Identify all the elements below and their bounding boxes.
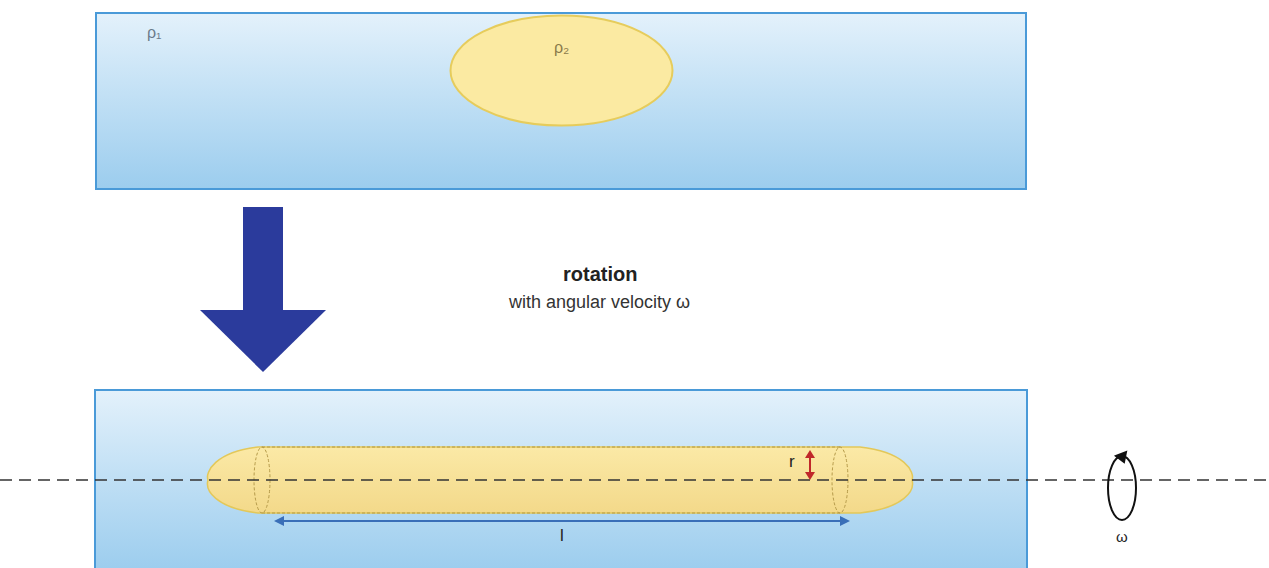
density-label: ρ₂ (554, 39, 569, 57)
droplet-circle: ρ₂ (449, 14, 674, 127)
circle-outline (449, 14, 674, 127)
radius-arrow (805, 450, 815, 480)
radius-label: r (789, 452, 795, 472)
fluid-tank: ρ₁ ρ₂ (95, 12, 1027, 190)
droplet-shape (451, 16, 673, 126)
process-arrow (200, 207, 326, 372)
density-label: ρ₁ (147, 24, 162, 42)
rotation-axis (0, 479, 1269, 481)
process-subtitle: with angular velocity ω (509, 292, 690, 313)
angular-velocity-label: ω (1116, 528, 1128, 545)
length-label-wrap: l (560, 526, 564, 546)
length-label: l (560, 526, 564, 546)
length-arrow (274, 516, 850, 526)
rotating-tank (95, 390, 1027, 568)
process-title: rotation (563, 263, 637, 286)
angular-velocity-label-wrap: ω (1116, 528, 1128, 546)
process-title-wrap: rotation (563, 263, 637, 286)
rotation-symbol (1108, 452, 1136, 520)
process-subtitle-wrap: with angular velocity ω (509, 292, 690, 313)
radius-label-wrap: r (789, 452, 795, 472)
